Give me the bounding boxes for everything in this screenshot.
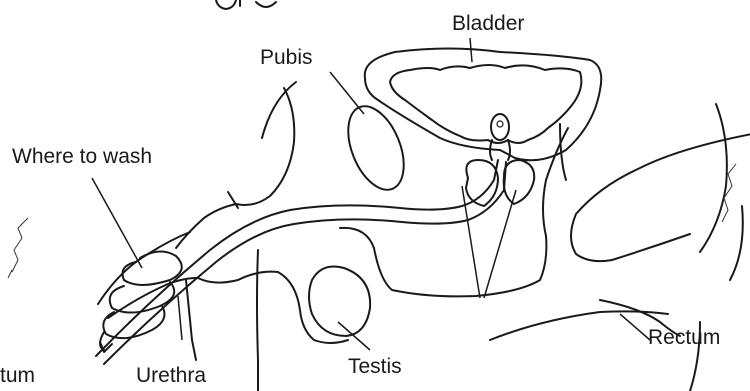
sacrum-curve (730, 206, 743, 280)
label-pubis: Pubis (260, 46, 313, 69)
washing-swirl-3 (103, 306, 164, 338)
body-contour-front (176, 204, 236, 248)
thigh-line (257, 250, 258, 391)
testis (309, 267, 370, 337)
spine-curve (700, 104, 727, 252)
leader-bladder (470, 38, 472, 62)
rectum-canal (560, 124, 680, 336)
perineum-contour (340, 128, 568, 296)
margin-scribble-left (8, 218, 28, 278)
leader-prostate-b (484, 190, 516, 298)
urethra-lower-line (104, 162, 506, 364)
abdominal-wall (236, 88, 294, 205)
prostate-right-lobe (504, 160, 535, 204)
pubis-bone (337, 98, 414, 198)
leader-rectum (620, 314, 650, 340)
washing-swirl-1 (123, 251, 182, 285)
leader-pubis (330, 72, 364, 114)
label-where-to-wash: Where to wash (12, 145, 152, 168)
pelvic-contour-inner (198, 272, 348, 343)
bladder-inner-wall (390, 65, 581, 143)
scrotum-back-line (186, 280, 196, 360)
label-scrotum-partial: tum (0, 364, 35, 387)
label-rectum: Rectum (648, 326, 720, 349)
leader-where-to-wash (92, 178, 142, 268)
cropped-heading-fragment (216, 0, 276, 9)
label-testis: Testis (348, 355, 402, 378)
anal-canal (490, 311, 668, 340)
label-urethra: Urethra (136, 364, 206, 387)
skin-contour-left (262, 82, 296, 138)
label-bladder: Bladder (452, 12, 524, 35)
catheter-tip (497, 121, 503, 127)
leader-urethra (178, 296, 182, 340)
